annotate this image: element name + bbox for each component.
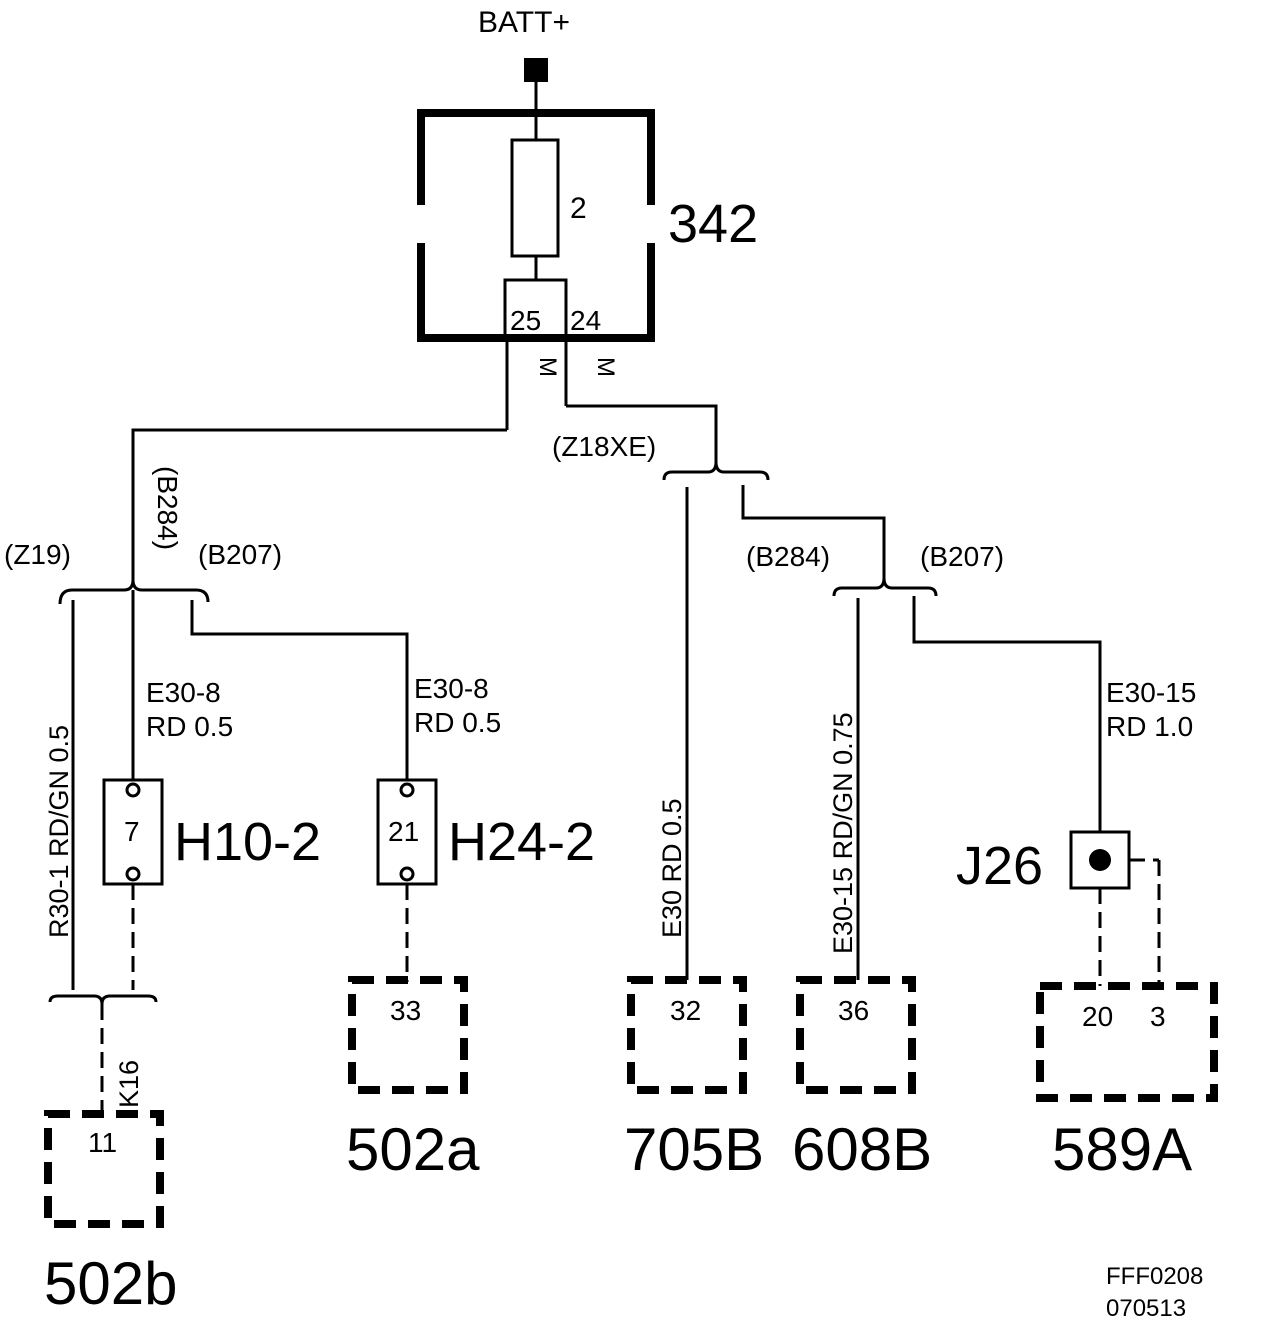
wire-e30-8-b-l2: RD 0.5 [414, 707, 501, 738]
h24-pin: 21 [388, 816, 419, 847]
502b-label: 502b [44, 1250, 177, 1317]
608b-label: 608B [792, 1116, 932, 1183]
fuse-block-342: 2 25 24 342 [417, 109, 758, 342]
component-502b: 11 502b [44, 1110, 177, 1317]
variant-z18xe: (Z18XE) [552, 431, 656, 462]
variant-b207-left: (B207) [198, 539, 282, 570]
589a-label: 589A [1052, 1116, 1192, 1183]
j26-label: J26 [956, 836, 1043, 896]
wire-e30-15-608b: E30-15 RD/GN 0.75 [828, 712, 858, 954]
variant-b207-right: (B207) [920, 541, 1004, 572]
wire-e30-8-a-l1: E30-8 [146, 677, 221, 708]
705b-label: 705B [624, 1116, 764, 1183]
502b-pin: 11 [88, 1127, 117, 1158]
variant-brace-left [58, 579, 210, 605]
batt-terminal [524, 58, 548, 82]
wire-e30-705b: E30 RD 0.5 [657, 798, 687, 938]
h24-label: H24-2 [448, 812, 595, 872]
marker-m-left: M [534, 357, 561, 377]
wire-e30-15-589-l1: E30-15 [1106, 677, 1196, 708]
502a-pin: 33 [390, 995, 421, 1026]
variant-brace-right [832, 577, 938, 597]
pin-25: 25 [510, 305, 541, 336]
wire-e30-8-b-l1: E30-8 [414, 673, 489, 704]
marker-m-right: M [592, 357, 619, 377]
variant-z19: (Z19) [4, 539, 71, 570]
footer-code: FFF0208 [1106, 1263, 1203, 1290]
wire-e30-8-a-l2: RD 0.5 [146, 711, 233, 742]
connector-h24-2: 21 H24-2 [376, 778, 595, 886]
component-608b: 36 608B [792, 976, 932, 1183]
pin-24: 24 [570, 305, 601, 336]
batt-plus-label: BATT+ [478, 6, 570, 39]
component-705b: 32 705B [624, 976, 764, 1183]
h10-pin: 7 [124, 816, 140, 847]
variant-brace-z18xe [662, 461, 770, 481]
variant-brace-k16 [48, 994, 158, 1005]
wire-r30-1: R30-1 RD/GN 0.5 [44, 725, 74, 938]
component-589a: 20 3 589A [1036, 982, 1218, 1183]
footer-date: 070513 [1106, 1295, 1186, 1322]
wire-e30-15-589-l2: RD 1.0 [1106, 711, 1193, 742]
component-502a: 33 502a [346, 976, 480, 1183]
502a-label: 502a [346, 1116, 480, 1183]
589a-pin-20: 20 [1082, 1001, 1113, 1032]
variant-b284-left: (B284) [152, 466, 183, 550]
variant-b284-right: (B284) [746, 541, 830, 572]
h10-label: H10-2 [174, 812, 321, 872]
wire-k16: K16 [114, 1060, 144, 1108]
705b-pin: 32 [670, 995, 701, 1026]
fuse-number: 2 [570, 192, 587, 225]
connector-h10-2: 7 H10-2 [102, 778, 321, 886]
608b-pin: 36 [838, 995, 869, 1026]
splice-j26: J26 [956, 830, 1161, 986]
589a-pin-3: 3 [1150, 1001, 1166, 1032]
fuse-block-label: 342 [668, 194, 758, 254]
